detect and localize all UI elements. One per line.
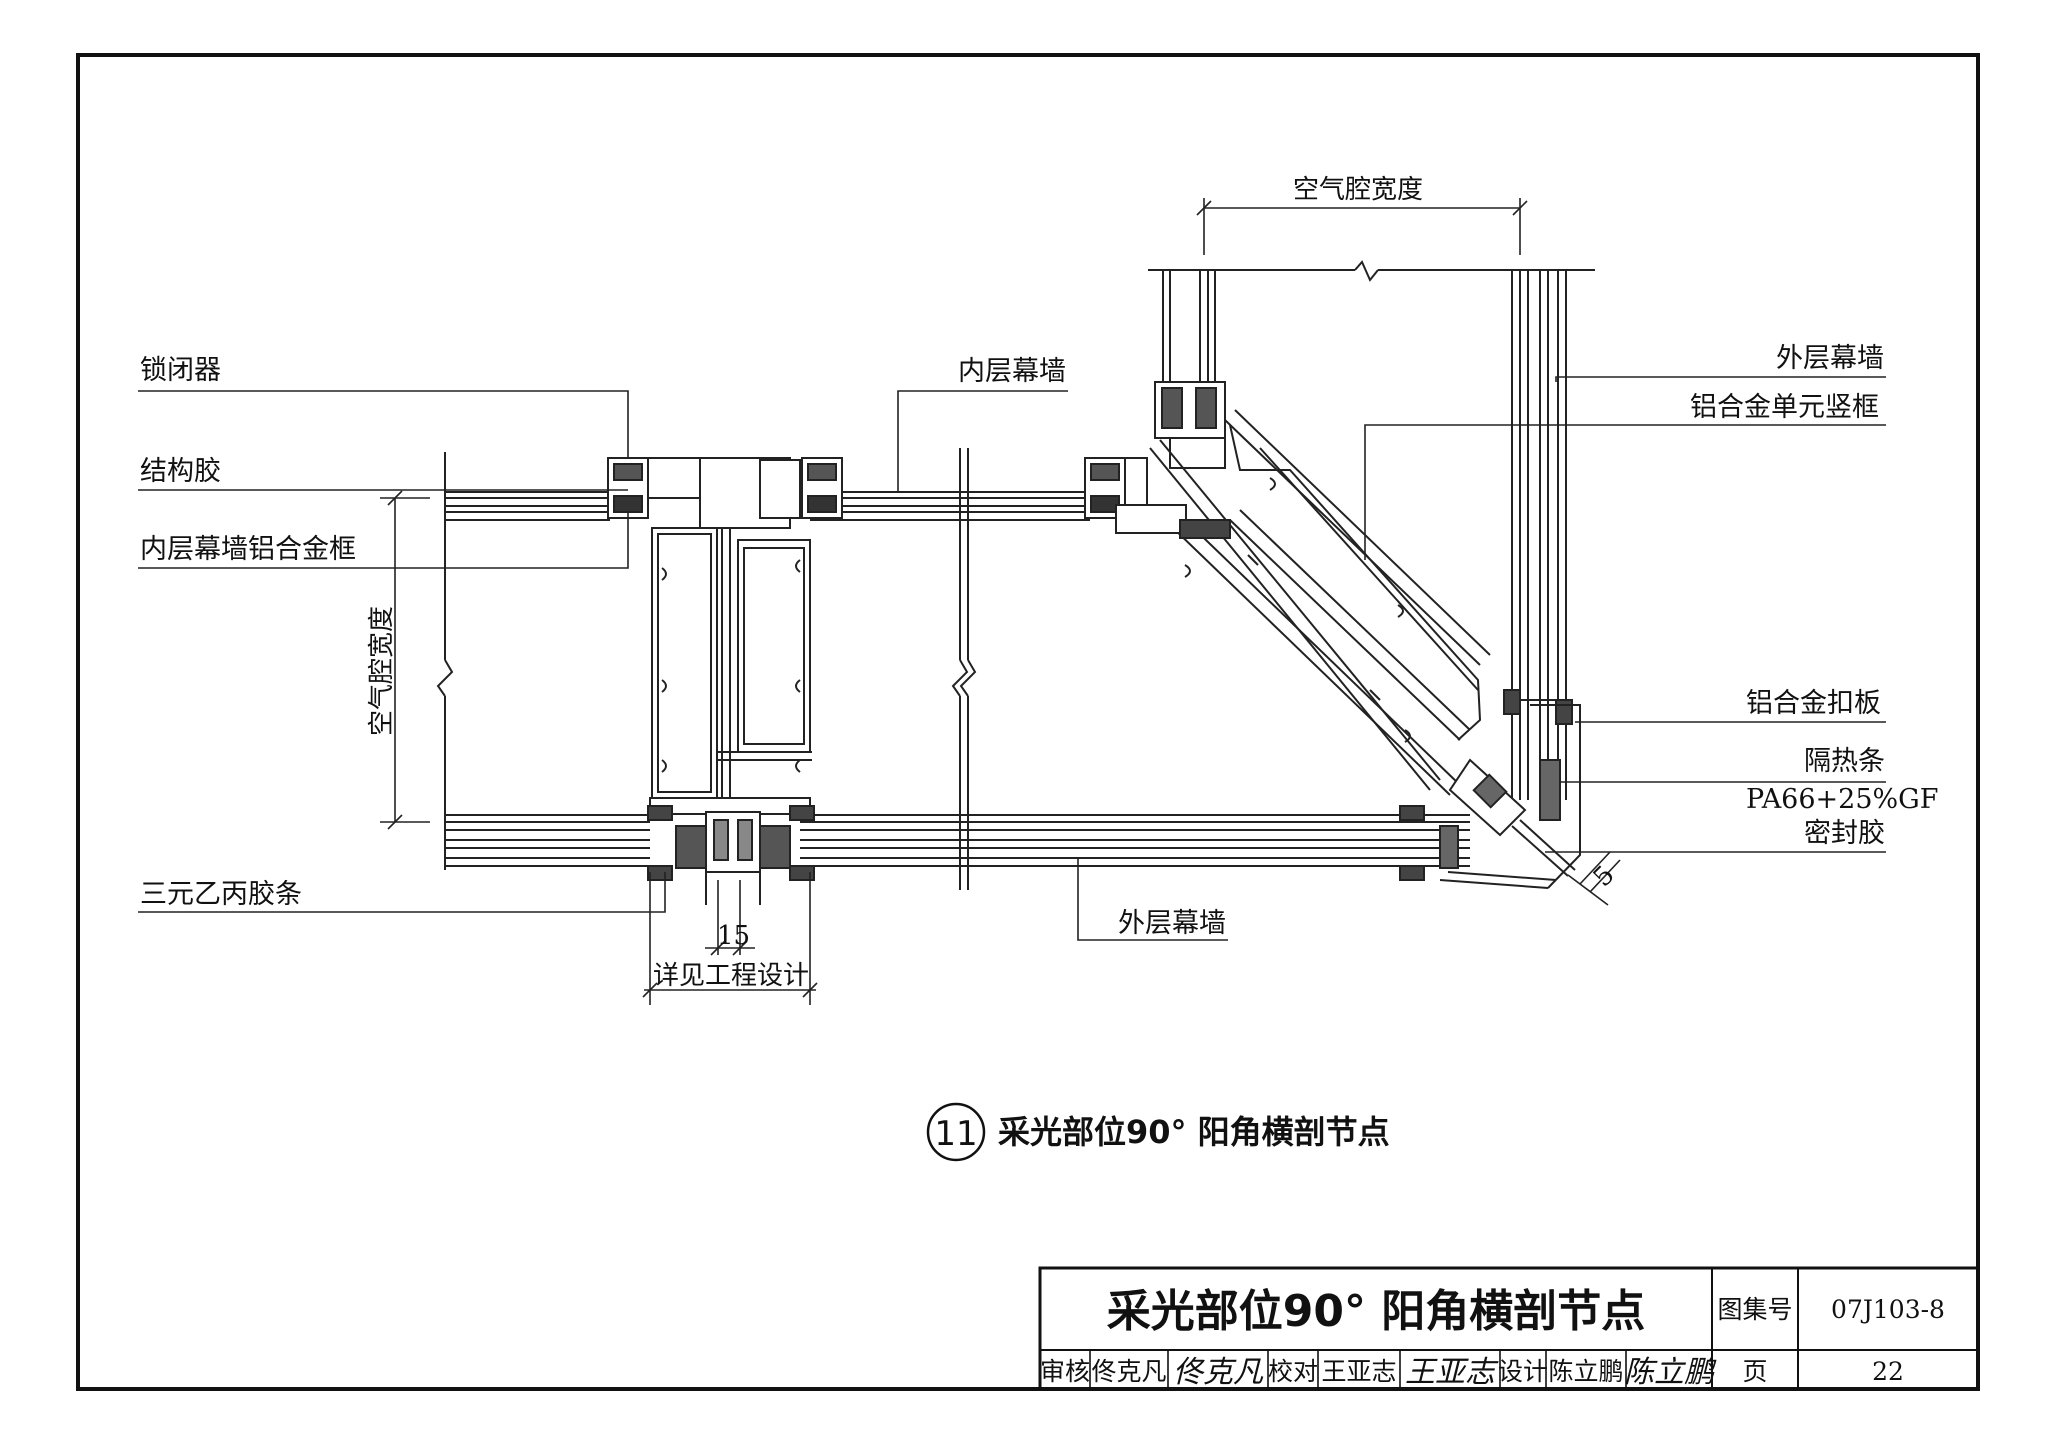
checker-signature: 王亚志 <box>1405 1355 1499 1390</box>
label-air-cavity-horizontal: 空气腔宽度 <box>1293 175 1423 205</box>
inner-mullion-right <box>1084 457 1148 519</box>
label-outer-wall-bottom: 外层幕墙 <box>1118 908 1226 939</box>
label-inner-wall: 内层幕墙 <box>958 356 1066 387</box>
detail-number-circle <box>926 1102 986 1162</box>
label-pa66: PA66+25%GF <box>1746 784 1938 815</box>
corner-inner-glass <box>1154 270 1226 469</box>
reviewer-name: 佟克凡 <box>1091 1357 1166 1386</box>
label-inner-frame: 内层幕墙铝合金框 <box>140 534 356 565</box>
page-label: 页 <box>1742 1357 1767 1386</box>
label-structural-glue: 结构胶 <box>140 456 221 487</box>
page-number: 22 <box>1872 1357 1904 1386</box>
label-epdm-strip: 三元乙丙胶条 <box>140 879 302 910</box>
checker-name: 王亚志 <box>1321 1357 1396 1386</box>
label-dim-15: 15 <box>717 921 750 951</box>
outer-glass-right-vertical <box>1503 270 1573 821</box>
title-block-title: 采光部位90° 阳角横剖节点 <box>1107 1286 1646 1337</box>
label-lock: 锁闭器 <box>140 355 221 386</box>
outer-glass-bottom-left <box>445 805 707 881</box>
label-unit-mullion: 铝合金单元竖框 <box>1690 392 1879 423</box>
detail-number: 11 <box>934 1114 977 1154</box>
check-label: 校对 <box>1268 1357 1318 1386</box>
mullion-body <box>649 527 812 815</box>
review-label: 审核 <box>1040 1357 1090 1386</box>
label-cover-plate: 铝合金扣板 <box>1746 688 1881 719</box>
detail-caption-text: 采光部位90° 阳角横剖节点 <box>998 1113 1390 1151</box>
corner-cap <box>1439 699 1581 889</box>
inner-mullion-left <box>607 457 843 529</box>
designer-name: 陈立鹏 <box>1548 1357 1623 1386</box>
sheet-border <box>76 53 1980 1391</box>
label-sealant: 密封胶 <box>1804 818 1885 849</box>
title-block: 采光部位90° 阳角横剖节点 图集号 07J103-8 审核 佟克凡 佟克凡 校… <box>1038 1266 1980 1391</box>
section-drawing <box>138 198 1886 1005</box>
reviewer-signature: 佟克凡 <box>1173 1355 1264 1390</box>
center-joint <box>705 811 761 905</box>
design-label: 设计 <box>1498 1357 1548 1386</box>
diagonal-mullion <box>1115 409 1491 796</box>
designer-signature: 陈立鹏 <box>1624 1355 1717 1390</box>
outer-glass-bottom-right <box>759 805 1470 881</box>
label-outer-wall-top: 外层幕墙 <box>1776 343 1884 374</box>
detail-caption: 11 采光部位90° 阳角横剖节点 <box>926 1102 1390 1162</box>
dimensions <box>380 198 1621 1005</box>
leader-lines <box>138 376 1886 941</box>
label-thermal-break: 隔热条 <box>1804 746 1885 777</box>
atlas-number: 07J103-8 <box>1831 1295 1945 1324</box>
inner-glass-left <box>445 491 610 521</box>
annotation-labels: 锁闭器 结构胶 内层幕墙铝合金框 空气腔宽度 三元乙丙胶条 15 详见工程设计 … <box>140 175 1938 991</box>
inner-glass-right <box>810 491 1090 521</box>
label-see-design: 详见工程设计 <box>653 961 809 991</box>
label-air-cavity-vertical: 空气腔宽度 <box>367 606 397 736</box>
atlas-label: 图集号 <box>1717 1295 1792 1324</box>
break-lines <box>436 260 1595 890</box>
